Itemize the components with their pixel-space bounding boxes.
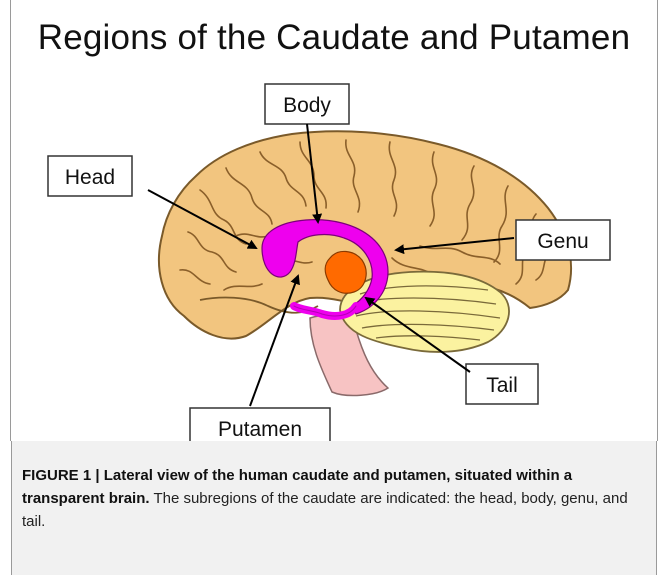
label-box-body: Body [265, 84, 349, 124]
label-box-putamen: Putamen [190, 408, 330, 441]
label-genu: Genu [537, 230, 588, 253]
label-body: Body [283, 94, 331, 117]
figure-caption: FIGURE 1 | Lateral view of the human cau… [22, 464, 642, 533]
label-tail: Tail [486, 374, 518, 397]
label-box-tail: Tail [466, 364, 538, 404]
label-box-head: Head [48, 156, 132, 196]
brain-diagram: Body Head Genu Tail Putamen [0, 0, 659, 441]
label-box-genu: Genu [516, 220, 610, 260]
label-head: Head [65, 166, 115, 189]
label-putamen: Putamen [218, 418, 302, 441]
